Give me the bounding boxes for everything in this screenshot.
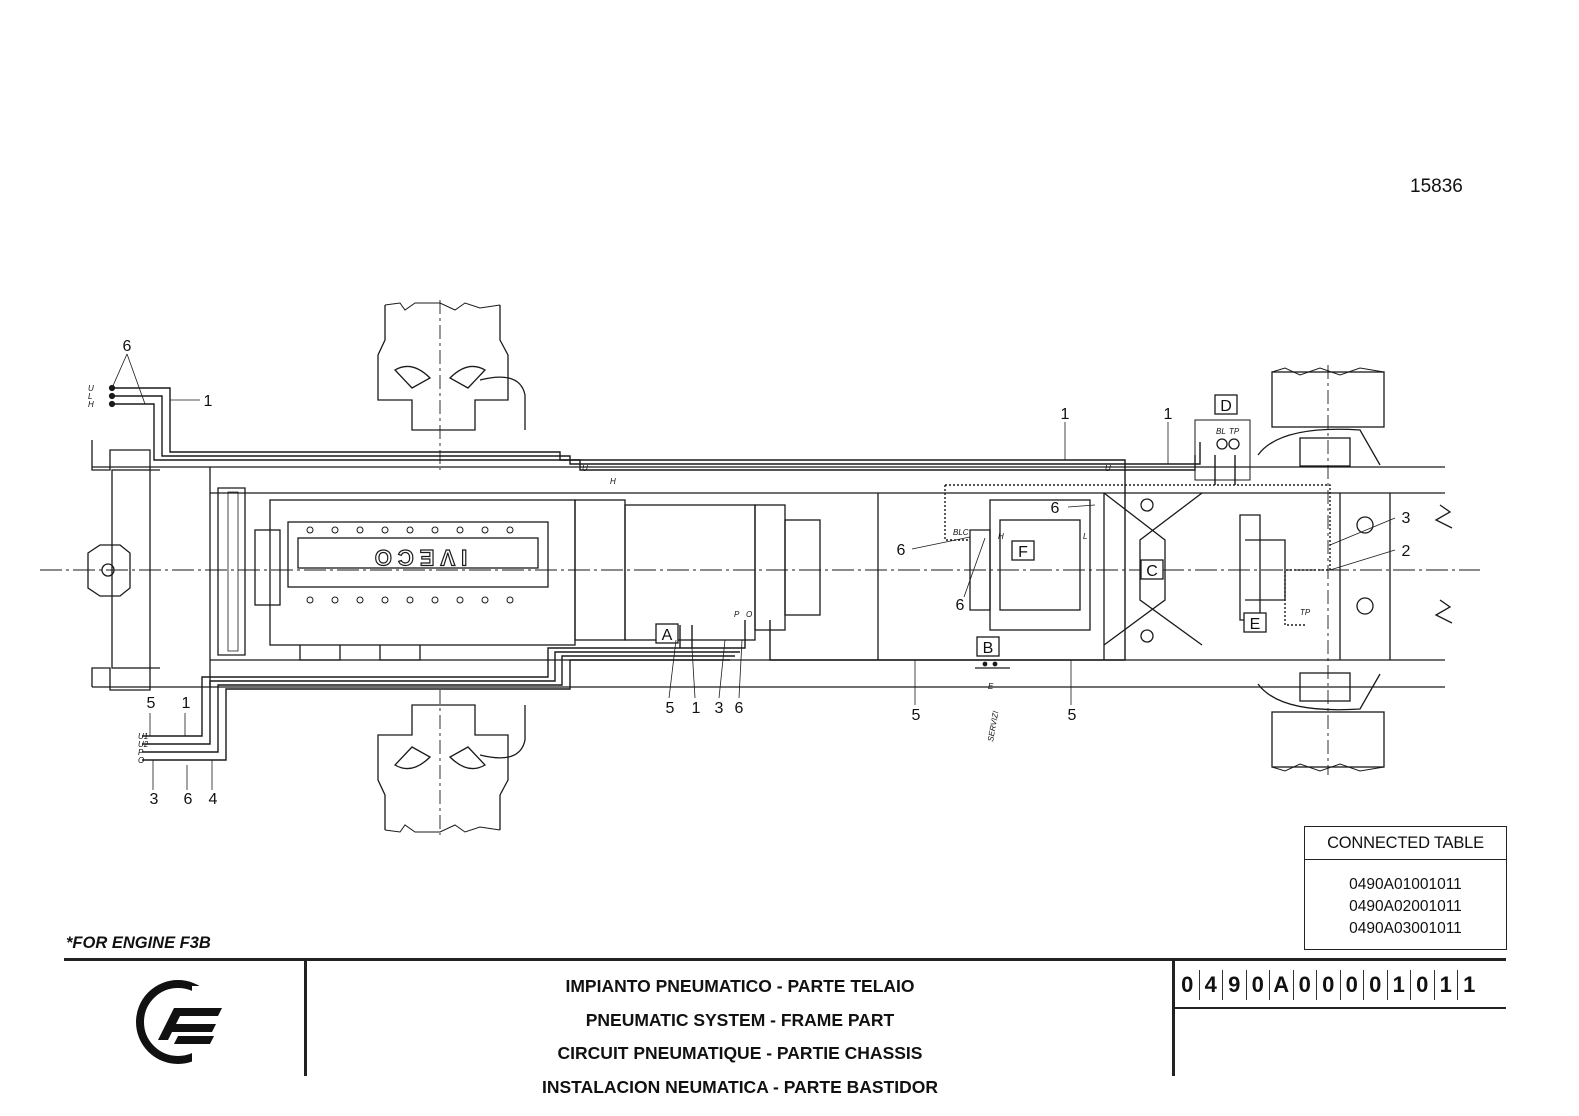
port-label: E — [988, 682, 994, 691]
port-label: U — [88, 384, 94, 393]
title-french: CIRCUIT PNEUMATIQUE - PARTIE CHASSIS — [557, 1043, 923, 1063]
engine-brand-label: IVECO — [369, 545, 467, 570]
callout: 1 — [204, 393, 213, 410]
front-wheels — [377, 300, 526, 835]
callout: 6 — [184, 791, 193, 808]
connected-table-code: 0490A03001011 — [1349, 920, 1462, 937]
svg-text:F: F — [1018, 544, 1028, 561]
callout: 5 — [1068, 707, 1077, 724]
svg-text:A: A — [662, 627, 673, 644]
part-code-char: 0 — [1411, 970, 1435, 1000]
callout: 2 — [1402, 543, 1411, 560]
port-label: P — [734, 610, 740, 619]
part-code-char: 0 — [1341, 970, 1364, 1000]
connected-table-code: 0490A02001011 — [1349, 898, 1462, 915]
connected-table-code: 0490A01001011 — [1349, 876, 1462, 893]
port-label: L — [1083, 532, 1087, 541]
callout: 6 — [735, 700, 744, 717]
part-code-char: 1 — [1463, 972, 1476, 997]
box-label-b: B — [976, 636, 1000, 657]
callout: 3 — [715, 700, 724, 717]
port-label: U2 — [138, 740, 149, 749]
engine-note: *FOR ENGINE F3B — [66, 934, 211, 952]
drawing-number: 15836 — [1410, 176, 1463, 197]
callout: 1 — [182, 695, 191, 712]
callout: 6 — [1051, 500, 1060, 517]
box-label-d: D — [1214, 394, 1238, 415]
part-code-char: 1 — [1435, 970, 1458, 1000]
callout: 5 — [147, 695, 156, 712]
part-code-char: 9 — [1223, 970, 1247, 1000]
part-code-char: A — [1270, 970, 1294, 1000]
part-code-char: 0 — [1364, 970, 1388, 1000]
box-label-c: C — [1140, 559, 1164, 580]
port-label: H — [998, 532, 1004, 541]
title-english: PNEUMATIC SYSTEM - FRAME PART — [585, 1009, 895, 1030]
box-label-e: E — [1243, 612, 1267, 633]
svg-text:E: E — [1250, 616, 1261, 633]
port-label: O — [746, 610, 752, 619]
port-label: TP — [1229, 427, 1240, 436]
svg-text:C: C — [1146, 563, 1158, 580]
company-logo-icon — [136, 980, 226, 1064]
callout: 1 — [692, 700, 701, 717]
port-label: SERVIZI — [986, 710, 1000, 743]
box-label-a: A — [655, 623, 679, 644]
port-label: U1 — [138, 732, 148, 741]
callout: 5 — [666, 700, 675, 717]
part-code: 0 4 9 0 A 0 0 0 0 1 0 1 1 — [1176, 970, 1481, 1000]
title-italian: IMPIANTO PNEUMATICO - PARTE TELAIO — [565, 976, 915, 996]
pneumatic-lines — [108, 384, 1331, 761]
callout: 3 — [1402, 510, 1411, 527]
port-label: U — [582, 464, 588, 473]
part-code-char: 0 — [1247, 970, 1270, 1000]
port-label: H — [88, 400, 94, 409]
callout: 4 — [209, 791, 218, 808]
svg-text:D: D — [1220, 398, 1232, 415]
part-code-char: 1 — [1388, 970, 1411, 1000]
rear-components — [969, 499, 1286, 631]
port-label: U — [1105, 464, 1111, 473]
chassis-frame — [40, 440, 1480, 691]
callout: 6 — [956, 597, 965, 614]
part-code-char: 4 — [1200, 970, 1223, 1000]
leader-lines — [111, 353, 1396, 790]
part-code-char: 0 — [1294, 970, 1317, 1000]
port-label: L — [88, 392, 92, 401]
port-label: O — [138, 756, 144, 765]
connected-table: CONNECTED TABLE 0490A01001011 0490A02001… — [1304, 826, 1507, 950]
part-code-char: 0 — [1317, 970, 1341, 1000]
callout: 5 — [912, 707, 921, 724]
callout: 6 — [897, 542, 906, 559]
connected-table-header: CONNECTED TABLE — [1305, 827, 1506, 860]
port-label: P — [138, 748, 144, 757]
title-block: IMPIANTO PNEUMATICO - PARTE TELAIO PNEUM… — [64, 958, 1506, 1116]
port-label: BLC — [953, 528, 969, 537]
port-label: BL — [1216, 427, 1226, 436]
port-label: H — [610, 477, 616, 486]
callout-numbers: 6 1 1 1 6 6 6 3 2 5 1 3 6 4 5 1 3 6 5 5 — [123, 338, 1411, 808]
callout: 6 — [123, 338, 132, 355]
part-code-char: 0 — [1176, 970, 1200, 1000]
fitting-box-d — [1194, 419, 1251, 481]
box-label-f: F — [1011, 540, 1035, 561]
port-labels: U L H U1 U2 P O P O U H U BLC H L BL TP … — [88, 384, 1311, 765]
callout: 3 — [150, 791, 159, 808]
engine-gearbox: IVECO — [217, 487, 821, 661]
callout: 1 — [1164, 406, 1173, 423]
title-spanish: INSTALACION NEUMATICA - PARTE BASTIDOR — [542, 1076, 938, 1097]
svg-text:B: B — [983, 640, 994, 657]
port-label: TP — [1300, 608, 1311, 617]
callout: 1 — [1061, 406, 1070, 423]
